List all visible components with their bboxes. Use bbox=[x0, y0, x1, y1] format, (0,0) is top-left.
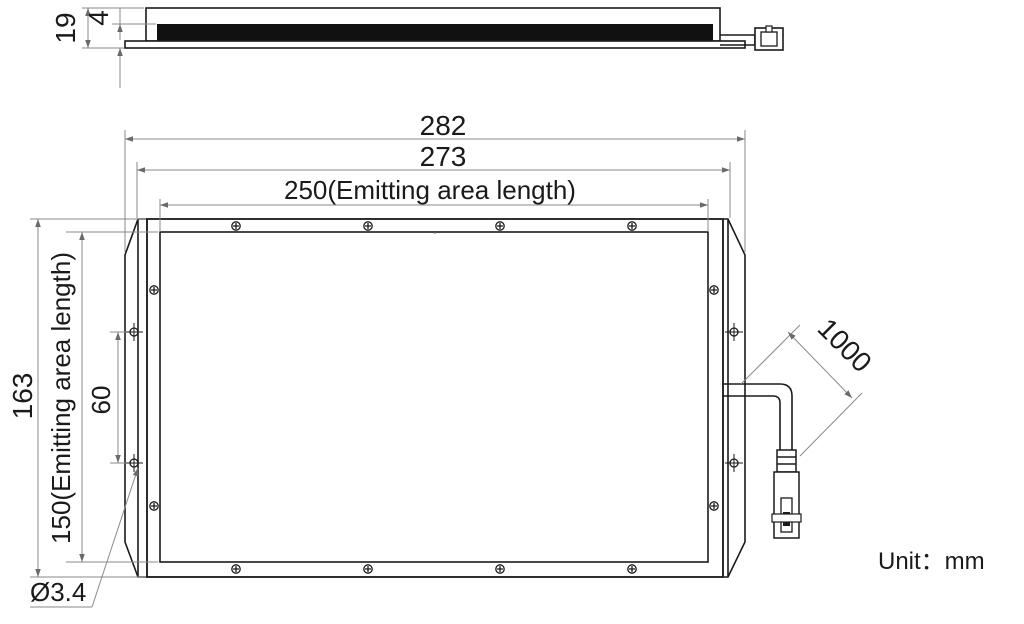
side-view: 19 4 bbox=[50, 7, 784, 88]
cable-connector-icon bbox=[771, 449, 802, 539]
screw-icon bbox=[709, 501, 719, 511]
dim-hole-spacing-label: 60 bbox=[86, 386, 116, 415]
screw-icon bbox=[363, 564, 373, 574]
screw-icon bbox=[231, 221, 241, 231]
cable bbox=[723, 383, 793, 452]
screw-icon bbox=[627, 221, 637, 231]
screw-icon bbox=[495, 564, 505, 574]
vertical-dimensions: 163 150(Emitting area length) 60 bbox=[7, 218, 158, 578]
mounting-hole-icon bbox=[124, 453, 144, 473]
screw-icon bbox=[363, 221, 373, 231]
top-view bbox=[124, 218, 802, 578]
dim-emitting-length-label: 250(Emitting area length) bbox=[284, 175, 576, 205]
screw-icon bbox=[149, 285, 159, 295]
screw-icon bbox=[627, 564, 637, 574]
mounting-hole-icon bbox=[124, 322, 144, 342]
emitting-area bbox=[159, 231, 709, 563]
screw-icon bbox=[231, 564, 241, 574]
hole-diameter-callout: Ø3.4 bbox=[30, 467, 139, 608]
dim-overall-length-label: 282 bbox=[420, 110, 467, 141]
unit-label: Unit：mm bbox=[878, 548, 985, 575]
horizontal-dimensions: 282 273 250(Emitting area length) bbox=[124, 110, 746, 252]
side-view-base-plate bbox=[124, 40, 746, 49]
dim-total-height-label: 19 bbox=[50, 12, 81, 43]
dim-overall-width-label: 163 bbox=[7, 373, 38, 420]
screw-icon bbox=[149, 501, 159, 511]
side-view-emitting-layer bbox=[157, 24, 713, 41]
dim-hole-diameter-label: Ø3.4 bbox=[30, 577, 86, 607]
screw-icon bbox=[709, 285, 719, 295]
dim-mount-length-label: 273 bbox=[420, 141, 467, 172]
dim-cable-length-label: 1000 bbox=[812, 312, 878, 378]
dim-emitting-width-label: 150(Emitting area length) bbox=[46, 252, 76, 544]
screw-icon bbox=[495, 221, 505, 231]
dim-thickness-label: 4 bbox=[83, 10, 114, 26]
